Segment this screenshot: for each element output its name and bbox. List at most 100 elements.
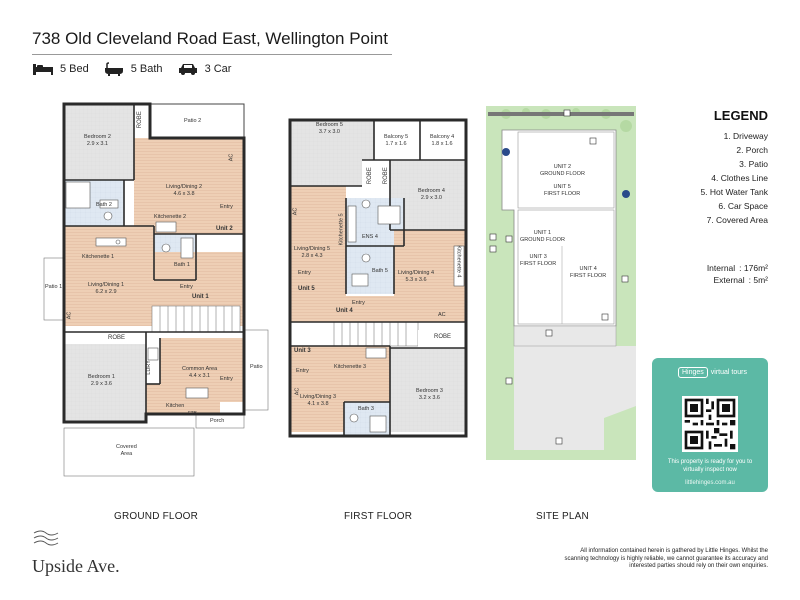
bedroom3-name: Bedroom 3 [416,388,443,394]
room-label-bath1: Bath 1 [174,262,190,268]
virtual-tour-card[interactable]: Hinges virtual tours This property is re… [652,358,768,492]
room-label-ens4: ENS 4 [362,234,378,240]
ground-floor-drawing [43,102,269,477]
virtual-tour-logo: Hinges virtual tours [678,367,747,378]
legend-item: 4. Clothes Line [711,173,768,183]
room-label-bath2: Bath 2 [96,202,112,208]
covered-name: Covered [116,444,137,450]
room-label-unit5: Unit 5 [298,286,315,292]
room-label-kitchen: Kitchen [166,403,185,409]
bedroom4-name: Bedroom 4 [418,188,445,194]
baths-feature: 5 Bath [103,62,163,76]
legend-item: 2. Porch [736,145,768,155]
room-label-bath5: Bath 5 [372,268,388,274]
room-label-ldry: LDRY [145,360,152,375]
living5-dim: 2.8 x 4.3 [301,252,323,259]
room-label-bath3: Bath 3 [358,406,374,412]
room-label-entry-a: Entry [220,204,233,210]
bedroom5-name: Bedroom 5 [316,122,343,128]
external-area-value: : 5m² [748,275,768,285]
balcony4-dim: 1.8 x 1.6 [431,140,453,147]
room-label-robe-c: ROBE [434,334,452,340]
property-address: 738 Old Cleveland Road East, Wellington … [32,29,388,48]
car-icon [178,64,197,75]
bedroom2-name: Bedroom 2 [84,134,111,140]
site-unit2-floor: GROUND FLOOR [540,170,585,177]
legend-item: 6. Car Space [718,201,768,211]
common-name: Common Area [182,366,218,372]
baths-count: 5 Bath [130,63,163,75]
wave-logo-icon [33,530,59,546]
room-label-robe-top: ROBE [136,111,143,129]
living3-name: Living/Dining 3 [300,394,337,400]
living2-dim: 4.6 x 3.8 [173,190,195,197]
room-label-entry-c: Entry [220,376,233,382]
site-plan-caption: SITE PLAN [536,511,589,522]
site-unit3-name: UNIT 3 [529,254,547,260]
legend-item: 3. Patio [739,159,768,169]
site-unit4-name: UNIT 4 [579,266,597,272]
internal-area-label: Internal [706,263,736,273]
bath-icon [104,62,123,76]
room-label-entry-a: Entry [298,270,311,276]
site-unit5-name: UNIT 5 [553,184,571,190]
living4-dim: 5.3 x 3.6 [405,276,427,283]
room-label-kitchenette1: Kitchenette 1 [82,254,115,260]
internal-area: Internal: 176m² [664,262,768,274]
ground-floor-caption: GROUND FLOOR [114,511,199,522]
site-unit2-name: UNIT 2 [553,164,572,170]
room-label-kitchenette2: Kitchenette 2 [154,214,187,220]
bedroom5-dim: 3.7 x 3.0 [318,128,340,135]
virtual-tours-label: virtual tours [710,369,747,376]
external-area: External: 5m² [664,274,768,286]
living1-dim: 6.2 x 2.9 [95,288,117,295]
qr-code-icon[interactable] [682,396,738,452]
bedroom4-dim: 2.9 x 3.0 [420,194,442,201]
living2-name: Living/Dining 2 [166,184,203,190]
room-label-ac2: AC [438,312,446,318]
room-label-kitchenette3: Kitchenette 3 [334,364,367,370]
cars-feature: 3 Car [177,62,232,76]
room-label-patio1: Patio 1 [45,284,63,290]
first-floor-caption: FIRST FLOOR [344,511,413,522]
site-unit1-name: UNIT 1 [533,230,552,236]
site-unit4-floor: FIRST FLOOR [570,272,607,279]
feature-summary: 5 Bed 5 Bath 3 Car [32,62,231,76]
first-floor-drawing [288,118,468,438]
site-unit3-floor: FIRST FLOOR [520,260,557,267]
virtual-tour-url[interactable]: littlehinges.com.au [685,480,735,486]
virtual-tour-message: This property is ready for you to virtua… [667,459,753,473]
room-label-robe-a: ROBE [366,167,373,185]
legend-item: 5. Hot Water Tank [700,187,768,197]
internal-area-value: : 176m² [739,263,768,273]
room-label-porch: Porch [210,418,225,424]
room-label-patio: Patio [250,364,263,370]
room-label-ac1: AC [228,153,235,162]
living4-name: Living/Dining 4 [398,270,435,276]
room-label-kitchenette5: Kitchenette 5 [338,213,345,246]
bedroom3-dim: 3.2 x 3.6 [418,394,440,401]
living3-dim: 4.1 x 3.8 [307,400,329,407]
room-label-unit1: Unit 1 [192,294,209,300]
living5-name: Living/Dining 5 [294,246,331,252]
room-label-unit3: Unit 3 [294,348,311,354]
cars-count: 3 Car [204,63,232,75]
balcony4-name: Balcony 4 [430,134,455,140]
room-label-entry-b: Entry [352,300,365,306]
